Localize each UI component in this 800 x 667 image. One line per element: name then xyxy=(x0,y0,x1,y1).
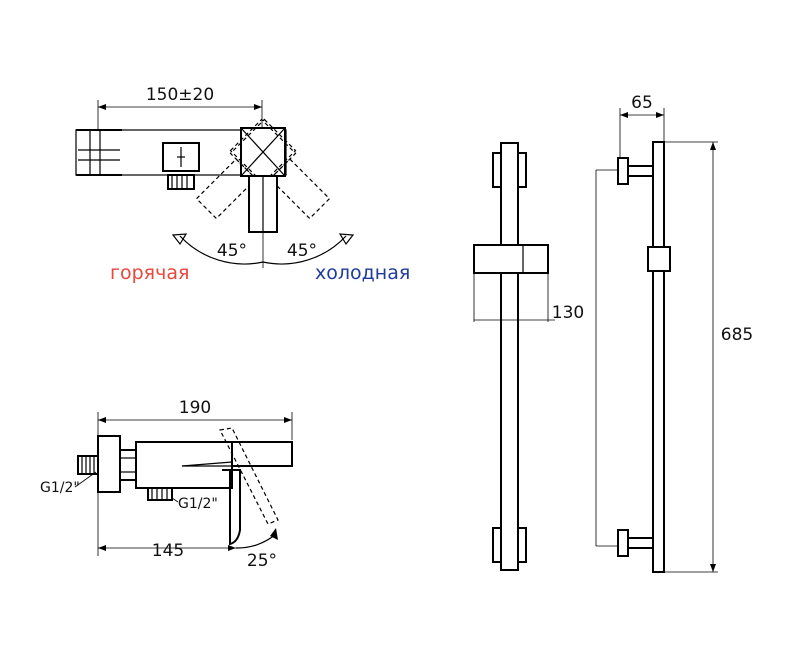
inlet-bottom-label: G1/2" xyxy=(178,496,218,512)
angle-left-label: 45° xyxy=(217,241,247,261)
bar-depth-label: 65 xyxy=(631,93,653,113)
inlet-left-label: G1/2" xyxy=(40,480,80,496)
holder-height-label: 130 xyxy=(552,303,584,323)
cold-label: холодная xyxy=(315,262,410,284)
lever-angle-label: 25° xyxy=(247,551,277,571)
side-width-label: 190 xyxy=(179,398,211,418)
mixer-top-view: 150±20 xyxy=(75,85,410,284)
hot-label: горячая xyxy=(110,262,189,284)
bar-length-label: 685 xyxy=(721,325,753,345)
angle-right-label: 45° xyxy=(287,241,317,261)
mixer-side-view: 190 G1/2" G1/2" xyxy=(40,398,293,571)
rail-side-view: 65 685 xyxy=(595,93,753,573)
rail-front-view: 130 xyxy=(473,142,584,571)
top-width-label: 150±20 xyxy=(146,85,214,105)
side-depth-label: 145 xyxy=(152,541,184,561)
